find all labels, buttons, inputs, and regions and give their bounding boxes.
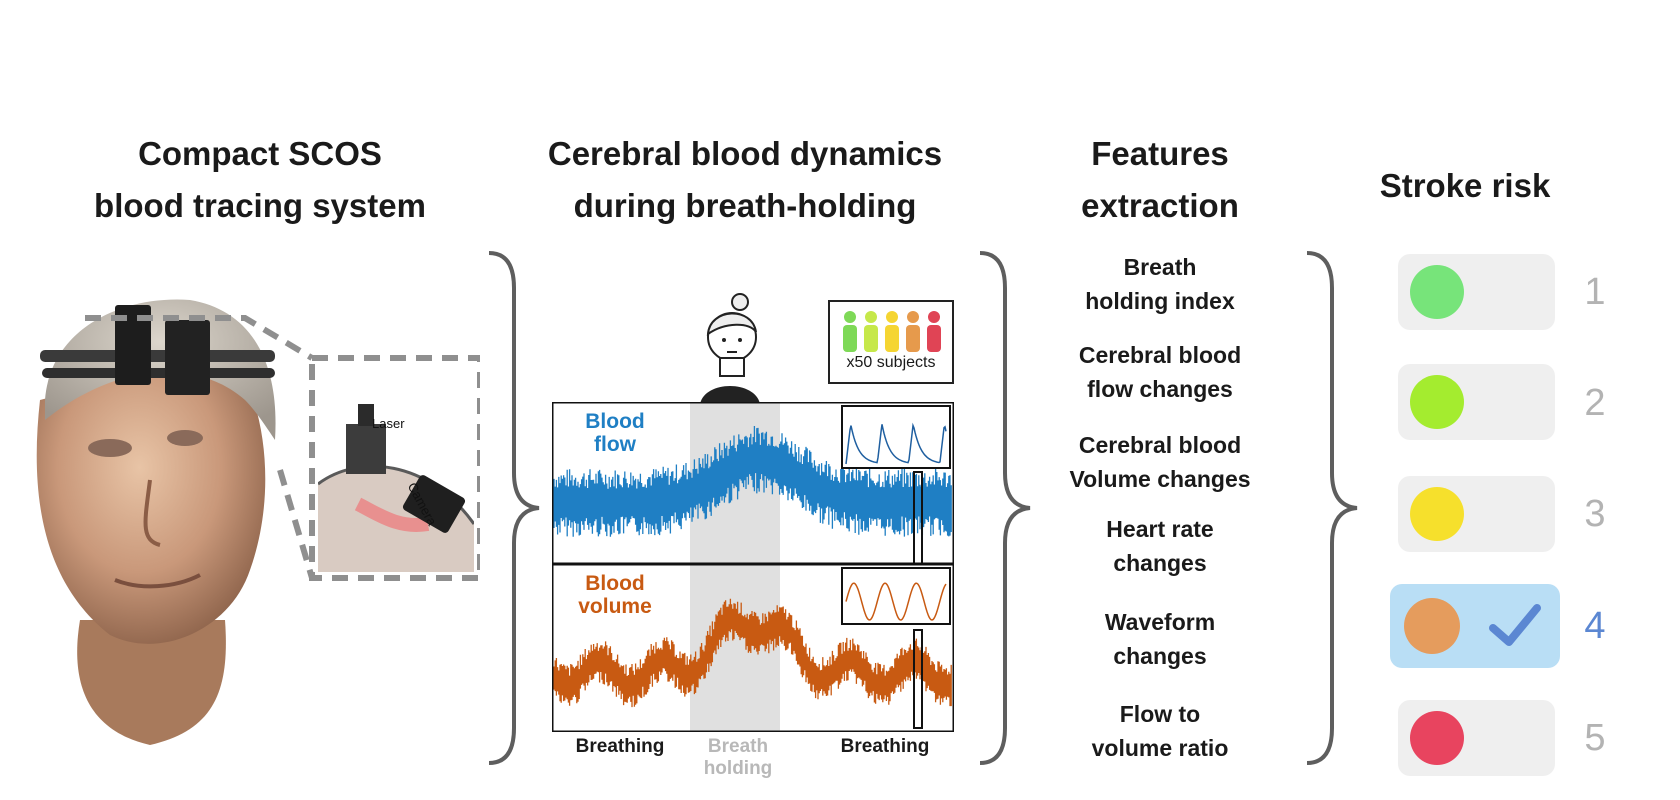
breath-holding-label: Breath holding	[688, 736, 788, 780]
feature-line2: flow changes	[1087, 376, 1233, 402]
blood-flow-label-line2: flow	[594, 433, 636, 456]
feature-line1: Cerebral blood	[1078, 432, 1242, 458]
risk-level-dot	[1404, 598, 1460, 654]
risk-level-dot	[1410, 375, 1464, 429]
laser-label: Laser	[372, 416, 405, 431]
risk-level-number: 2	[1584, 382, 1606, 424]
feature-item: Waveform changes	[1030, 605, 1290, 673]
risk-level-dot	[1410, 487, 1464, 541]
risk-level-card[interactable]	[1398, 254, 1555, 330]
risk-level-dot	[1410, 265, 1464, 319]
person-icon	[864, 311, 878, 352]
subjects-label: x50 subjects	[846, 354, 936, 371]
flow-inset-waveform	[845, 422, 947, 465]
person-icon	[843, 311, 857, 352]
camera-icon	[402, 475, 466, 533]
laser-icon	[346, 424, 386, 474]
breath-holding-label-line2: holding	[703, 758, 773, 779]
risk-level-card[interactable]	[1398, 700, 1555, 776]
risk-level-card[interactable]	[1398, 476, 1555, 552]
subjects-people-icons	[843, 311, 941, 352]
features-title-line1: Features	[1091, 135, 1229, 172]
brace-2	[979, 251, 1031, 765]
feature-line2: changes	[1113, 643, 1207, 669]
blood-volume-label: Blood volume	[565, 572, 665, 618]
blood-flow-label: Blood flow	[570, 410, 660, 456]
device-closeup	[318, 404, 474, 572]
person-icon	[885, 311, 899, 352]
feature-item: Heart rate changes	[1030, 512, 1290, 580]
features-title: Features extraction	[1030, 128, 1290, 232]
volume-inset-waveform	[845, 582, 947, 621]
breath-holding-label-line1: Breath	[707, 736, 769, 757]
volume-inset	[841, 567, 951, 625]
subjects-box: x50 subjects	[828, 300, 954, 384]
risk-level-number: 4	[1584, 605, 1606, 647]
feature-line2: holding index	[1085, 288, 1235, 314]
system-title-line1: Compact SCOS	[138, 135, 382, 172]
signal-panel	[552, 402, 954, 732]
dynamics-title-line1: Cerebral blood dynamics	[547, 135, 943, 172]
risk-level-number: 3	[1584, 493, 1606, 535]
feature-item: Cerebral blood flow changes	[1030, 338, 1290, 406]
blood-volume-label-line1: Blood	[585, 572, 645, 595]
feature-item: Cerebral blood Volume changes	[1030, 428, 1290, 496]
zoom-callout-lines	[85, 315, 480, 581]
laser-block	[165, 320, 210, 395]
head-illustration	[36, 299, 276, 745]
face	[36, 350, 266, 644]
feature-line2: Volume changes	[1069, 466, 1251, 492]
feature-line1: Cerebral blood	[1078, 342, 1242, 368]
feature-line1: Flow to	[1119, 701, 1201, 727]
flow-inset	[841, 405, 951, 469]
person-icon	[927, 311, 941, 352]
risk-title: Stroke risk	[1379, 167, 1551, 204]
dynamics-title: Cerebral blood dynamics during breath-ho…	[505, 128, 985, 232]
dynamics-title-line2: during breath-holding	[573, 187, 917, 224]
risk-level-dot	[1410, 711, 1464, 765]
brace-3	[1306, 251, 1358, 765]
brace-1	[488, 251, 540, 765]
risk-level-card-selected[interactable]	[1390, 584, 1560, 668]
feature-line2: volume ratio	[1091, 735, 1229, 761]
camera-block	[115, 305, 151, 385]
feature-item: Flow to volume ratio	[1030, 697, 1290, 765]
checkmark-icon	[1489, 604, 1541, 646]
breathing-label-2: Breathing	[840, 736, 930, 757]
blood-volume-label-line2: volume	[578, 595, 652, 618]
risk-level-number: 1	[1584, 271, 1606, 313]
blood-flow-trace	[553, 426, 952, 537]
blood-volume-trace	[553, 598, 952, 708]
system-title: Compact SCOS blood tracing system	[40, 128, 480, 232]
system-title-line2: blood tracing system	[94, 187, 426, 224]
feature-line1: Breath	[1123, 254, 1197, 280]
features-title-line2: extraction	[1081, 187, 1239, 224]
risk-level-card[interactable]	[1398, 364, 1555, 440]
risk-level-number: 5	[1584, 717, 1606, 759]
neck	[77, 620, 226, 745]
subject-cartoon-icon	[700, 293, 760, 404]
feature-item: Breath holding index	[1030, 250, 1290, 318]
person-icon	[906, 311, 920, 352]
breathing-label-1: Breathing	[575, 736, 665, 757]
feature-line1: Heart rate	[1106, 516, 1214, 542]
feature-line1: Waveform	[1104, 609, 1216, 635]
feature-line2: changes	[1113, 550, 1207, 576]
blood-flow-label-line1: Blood	[585, 410, 645, 433]
